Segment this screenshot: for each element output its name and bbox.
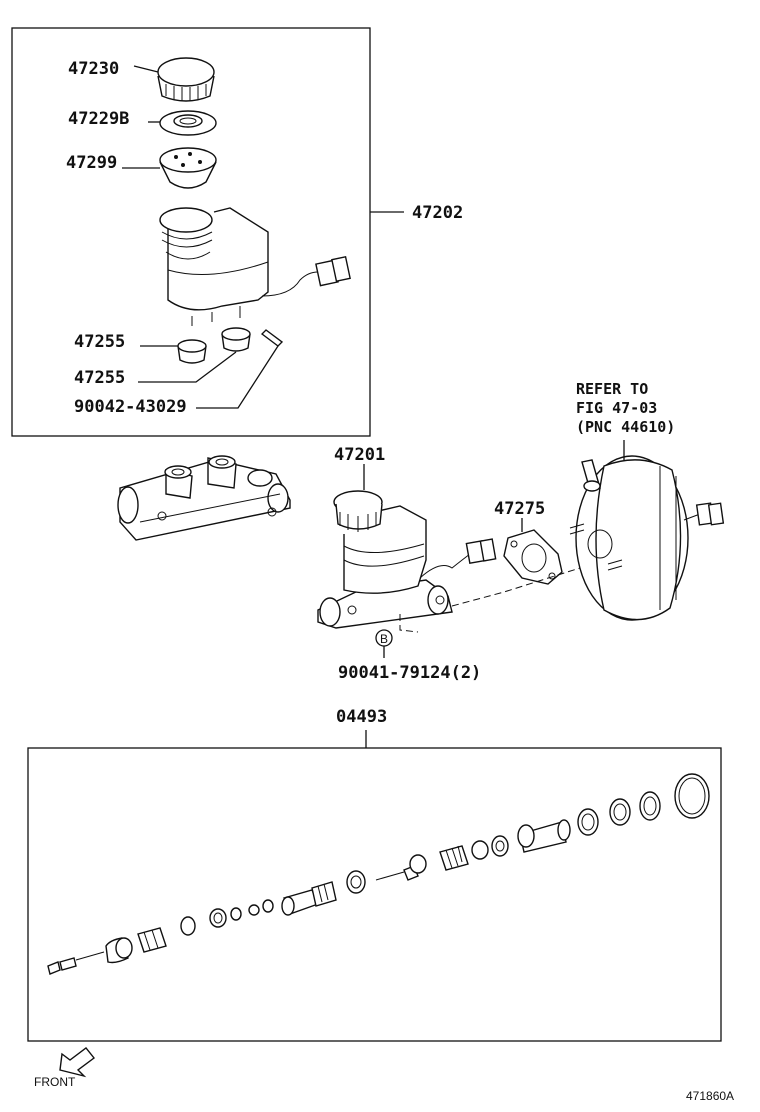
label-47202: 47202 <box>412 203 463 223</box>
repair-kit-frame <box>27 747 722 1042</box>
label-90041-79124: 90041-79124(2) <box>338 663 481 683</box>
figure-id: 471860A <box>686 1089 734 1103</box>
refer-note-line2: FIG 47-03 <box>576 399 657 417</box>
reservoir-body <box>159 207 351 326</box>
front-arrow-icon <box>59 1047 95 1078</box>
callout-b: B <box>380 632 388 646</box>
label-47255-bottom: 47255 <box>74 368 125 388</box>
label-47201: 47201 <box>334 445 385 465</box>
label-90042-43029: 90042-43029 <box>74 397 187 417</box>
brake-booster <box>569 455 725 621</box>
grommet-right <box>221 327 251 352</box>
strainer <box>159 147 217 189</box>
reservoir-assy-frame <box>11 27 371 437</box>
front-label: FRONT <box>34 1075 76 1089</box>
master-cylinder-assy <box>317 490 497 629</box>
grommet-left <box>177 339 207 364</box>
master-cylinder-body <box>117 455 291 541</box>
label-47229b: 47229B <box>68 109 129 129</box>
refer-note-line1: REFER TO <box>576 380 648 398</box>
refer-note-line3: (PNC 44610) <box>576 418 675 436</box>
label-47255-top: 47255 <box>74 332 125 352</box>
label-04493: 04493 <box>336 707 387 727</box>
repair-kit-parts <box>47 773 710 975</box>
label-47275: 47275 <box>494 499 545 519</box>
pin <box>260 329 284 347</box>
label-47230: 47230 <box>68 59 119 79</box>
gasket <box>503 529 563 585</box>
reservoir-cap <box>157 57 215 102</box>
strainer-seal <box>159 110 217 136</box>
label-47299: 47299 <box>66 153 117 173</box>
